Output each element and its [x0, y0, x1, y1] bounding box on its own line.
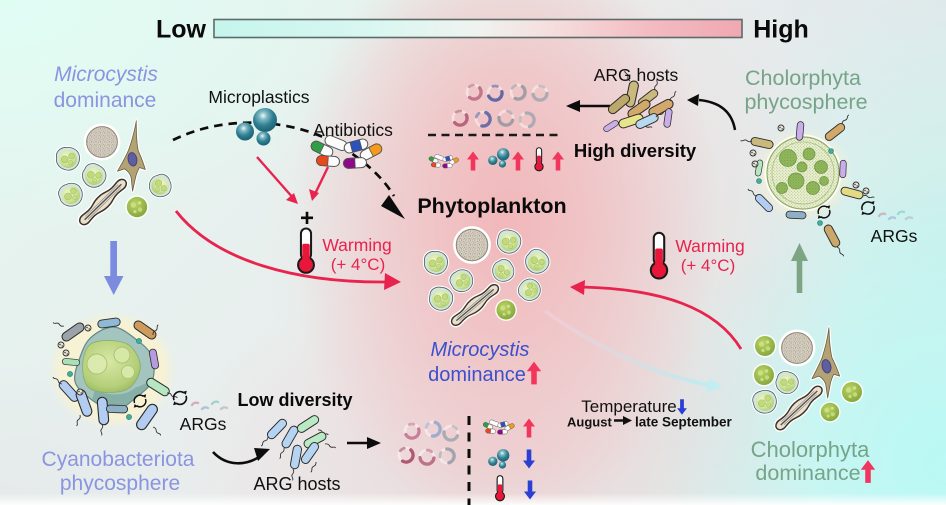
svg-text:High diversity: High diversity [574, 140, 697, 161]
svg-text:phycosphere: phycosphere [744, 90, 867, 114]
svg-text:phycosphere: phycosphere [60, 472, 180, 495]
svg-text:ARGs: ARGs [871, 226, 918, 246]
svg-text:ARG hosts: ARG hosts [253, 474, 340, 494]
svg-text:Cholorphyta: Cholorphyta [745, 66, 861, 90]
svg-text:Antibiotics: Antibiotics [313, 120, 393, 140]
svg-text:(+ 4°C): (+ 4°C) [681, 256, 736, 275]
svg-text:dominance: dominance [428, 364, 526, 386]
svg-text:(+ 4°C): (+ 4°C) [331, 255, 386, 274]
svg-text:Warming: Warming [322, 235, 391, 255]
svg-text:Temperature: Temperature [581, 397, 676, 416]
svg-text:Microcystis: Microcystis [431, 339, 530, 361]
svg-text:August: August [567, 415, 612, 430]
svg-text:Low: Low [156, 16, 207, 44]
svg-text:Cyanobacteriota: Cyanobacteriota [42, 448, 195, 471]
svg-text:Phytoplankton: Phytoplankton [417, 194, 566, 218]
svg-text:dominance: dominance [54, 89, 157, 112]
svg-text:ARGs: ARGs [180, 414, 227, 434]
svg-text:Warming: Warming [675, 236, 744, 256]
svg-text:ARG hosts: ARG hosts [594, 65, 679, 85]
svg-text:+: + [300, 205, 314, 232]
svg-text:High: High [753, 16, 809, 44]
svg-text:Low diversity: Low diversity [237, 390, 352, 410]
svg-text:late September: late September [635, 415, 733, 430]
svg-text:Microplastics: Microplastics [208, 87, 309, 107]
svg-text:dominance: dominance [755, 461, 860, 485]
svg-text:Cholorphyta: Cholorphyta [751, 437, 870, 462]
svg-text:Microcystis: Microcystis [54, 63, 158, 86]
